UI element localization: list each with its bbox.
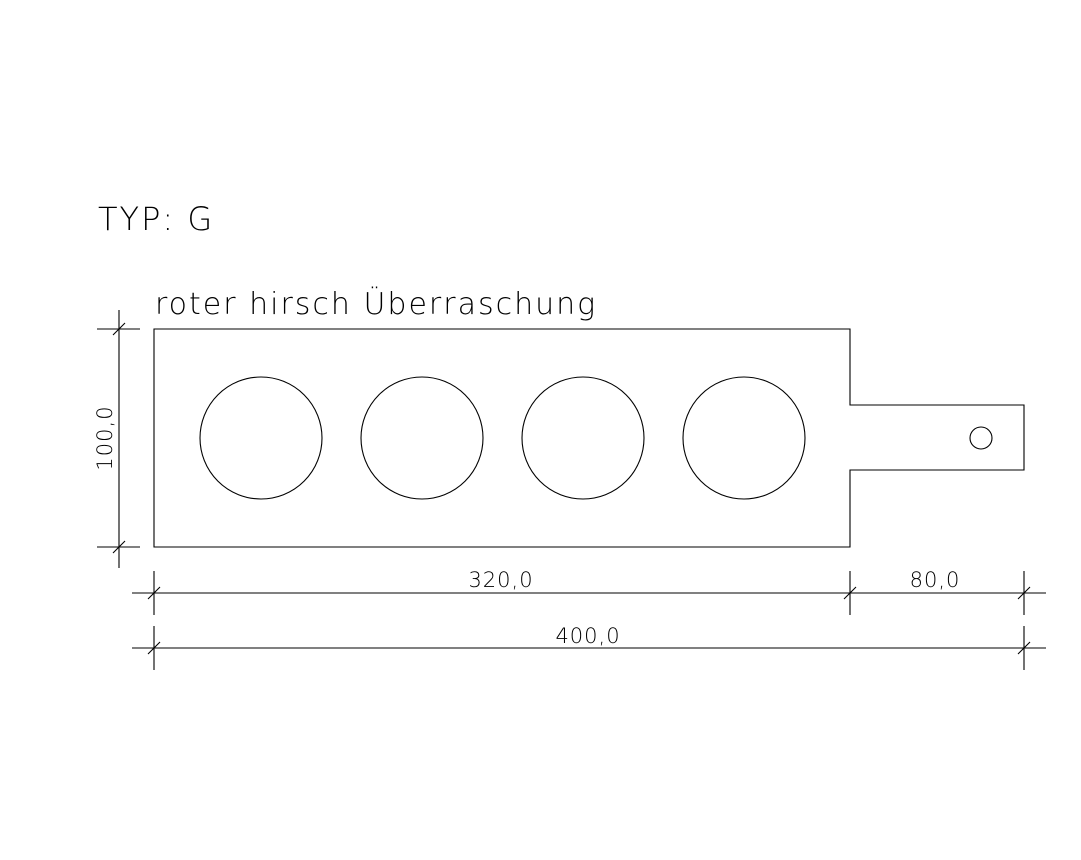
type-label: TYP: G <box>98 200 214 238</box>
height-dimension-label: 100,0 <box>93 405 117 470</box>
height-dimension: 100,0 <box>93 310 140 568</box>
glass-hole-2 <box>360 376 484 500</box>
glass-hole-3 <box>521 376 645 500</box>
glass-hole-4 <box>682 376 806 500</box>
glass-hole-1 <box>199 376 323 500</box>
board-outline <box>153 328 1025 548</box>
total-length-label: 400,0 <box>555 624 620 648</box>
product-name: roter hirsch Überraschung <box>155 286 597 322</box>
board-length-label: 320,0 <box>468 568 533 592</box>
partial-length-dimension: 320,0 80,0 <box>132 568 1046 615</box>
hanging-hole <box>969 426 993 450</box>
handle-length-label: 80,0 <box>910 568 961 592</box>
total-length-dimension: 400,0 <box>132 624 1046 670</box>
